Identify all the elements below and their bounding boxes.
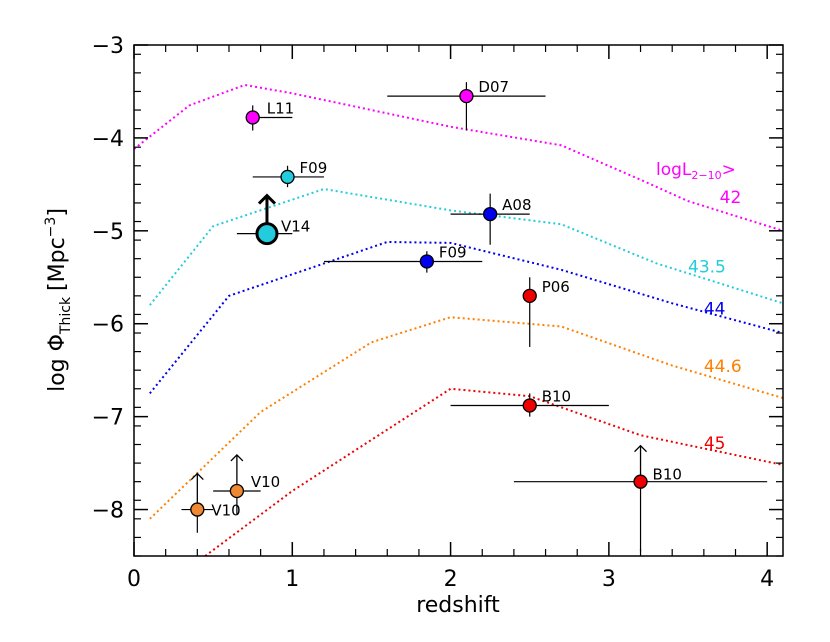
curve-45 (204, 387, 784, 557)
curve-legend-sub: 2−10 (691, 169, 721, 182)
curve-label: 42 (720, 188, 742, 208)
curve-legend: logL2−10> (656, 160, 736, 182)
point-label: P06 (542, 278, 570, 296)
ticks-layer: 0 1 2 3 4 −3 −4 −5 −6 −7 −8 (92, 34, 783, 592)
data-point-f09 (280, 169, 295, 185)
y-tick-label: −4 (92, 127, 124, 152)
data-point-d07 (459, 88, 474, 104)
arrow-head (190, 472, 204, 481)
curve-label: 43.5 (688, 258, 726, 278)
data-point-v14 (255, 222, 279, 246)
point-label: A08 (502, 196, 531, 214)
curve-label: 44.6 (704, 357, 742, 377)
x-tick-label: 1 (285, 567, 299, 592)
y-axis-title-unit-end: ] (45, 208, 70, 217)
y-tick-label: −8 (92, 499, 124, 524)
data-point-f09 (419, 254, 434, 269)
curve-44_6 (149, 316, 784, 520)
data-point-b10 (522, 398, 537, 413)
data-point-a08 (483, 206, 498, 222)
curve-label: 44 (704, 299, 726, 319)
curve-42 (133, 83, 784, 232)
points-layer (190, 88, 648, 517)
curve-43_5 (149, 187, 784, 306)
x-tick-label: 0 (127, 567, 141, 592)
x-tick-label: 3 (602, 567, 616, 592)
arrow-head (257, 193, 277, 205)
point-label: D07 (478, 78, 509, 96)
data-point-b10 (633, 474, 648, 489)
point-label: V10 (211, 502, 240, 520)
y-tick-label: −5 (92, 220, 124, 245)
curve-legend-end: > (722, 160, 736, 180)
arrow-head (634, 444, 647, 453)
point-label: F09 (300, 159, 328, 177)
point-label: B10 (653, 466, 682, 484)
y-axis-title: log ΦThick [Mpc−3] (43, 208, 74, 392)
x-tick-label: 2 (444, 567, 458, 592)
data-point-p06 (522, 288, 537, 304)
plot-frame (133, 44, 784, 557)
point-label: F09 (439, 243, 467, 261)
point-label: V14 (281, 218, 310, 236)
x-axis-title: redshift (416, 593, 500, 618)
x-tick-label: 4 (760, 567, 774, 592)
y-axis-title-unit: [Mpc (45, 237, 70, 291)
y-axis-title-unit-sup: −3 (43, 217, 59, 238)
y-tick-label: −6 (92, 313, 124, 338)
y-axis-title-main: log Φ (45, 334, 70, 392)
data-point-v10 (190, 502, 205, 517)
y-tick-label: −7 (92, 406, 124, 431)
y-tick-label: −3 (92, 34, 124, 59)
point-label: L11 (267, 99, 294, 117)
point-label: B10 (542, 387, 571, 405)
y-axis-title-sub: Thick (58, 296, 74, 335)
arrow-head (230, 454, 244, 462)
data-point-v10 (229, 483, 245, 499)
curve-label: 45 (704, 434, 726, 454)
data-point-l11 (245, 110, 260, 125)
curve-44 (149, 240, 784, 395)
curves-layer (133, 83, 784, 557)
point-label: V10 (251, 473, 280, 491)
curve-labels-layer: 42 43.5 44 44.6 45 (688, 188, 742, 454)
